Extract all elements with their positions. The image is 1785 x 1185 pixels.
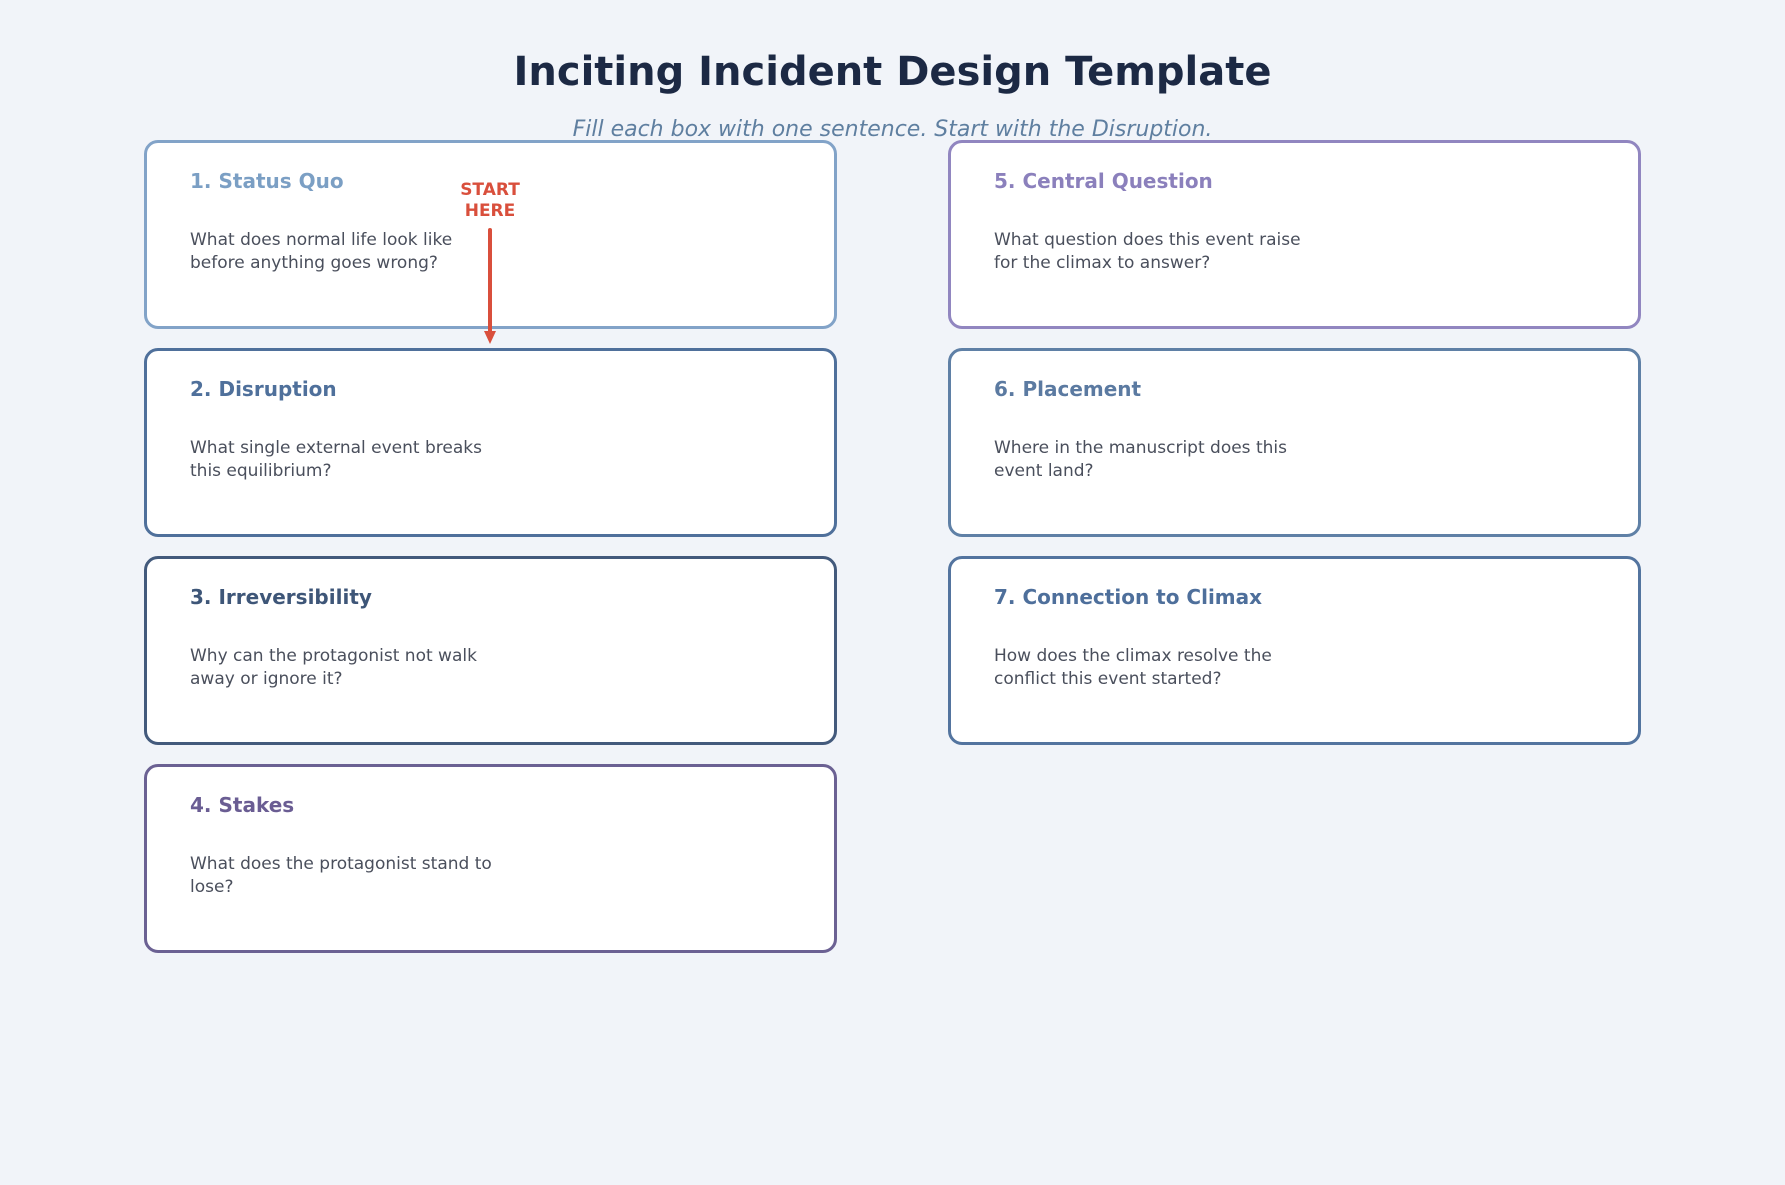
box-heading: 7. Connection to Climax: [994, 585, 1263, 609]
box-heading: 5. Central Question: [994, 169, 1213, 193]
page-title: Inciting Incident Design Template: [513, 49, 1272, 95]
box-prompt: What single external event breaks this e…: [190, 438, 482, 481]
start-here-label: START HERE: [460, 180, 520, 221]
box-heading: 1. Status Quo: [190, 169, 344, 193]
page-subtitle: Fill each box with one sentence. Start w…: [572, 117, 1213, 142]
box-prompt: What does normal life look like before a…: [190, 230, 453, 273]
box-heading: 6. Placement: [994, 377, 1142, 401]
box-heading: 4. Stakes: [190, 793, 295, 817]
box-prompt: What question does this event raise for …: [994, 230, 1301, 273]
start-here-arrow-head: [484, 331, 496, 344]
box-status-quo: 1. Status Quo What does normal life look…: [144, 140, 837, 329]
box-prompt: What does the protagonist stand to lose?: [190, 854, 492, 897]
box-central-question: 5. Central Question What question does t…: [948, 140, 1641, 329]
box-prompt: Where in the manuscript does this event …: [994, 438, 1287, 481]
box-prompt: How does the climax resolve the conflict…: [994, 646, 1272, 689]
box-prompt: Why can the protagonist not walk away or…: [190, 646, 477, 689]
box-irreversibility: 3. Irreversibility Why can the protagoni…: [144, 556, 837, 745]
box-connection-to-climax: 7. Connection to Climax How does the cli…: [948, 556, 1641, 745]
box-heading: 3. Irreversibility: [190, 585, 372, 609]
box-placement: 6. Placement Where in the manuscript doe…: [948, 348, 1641, 537]
box-stakes: 4. Stakes What does the protagonist stan…: [144, 764, 837, 953]
box-disruption: 2. Disruption What single external event…: [144, 348, 837, 537]
box-heading: 2. Disruption: [190, 377, 337, 401]
